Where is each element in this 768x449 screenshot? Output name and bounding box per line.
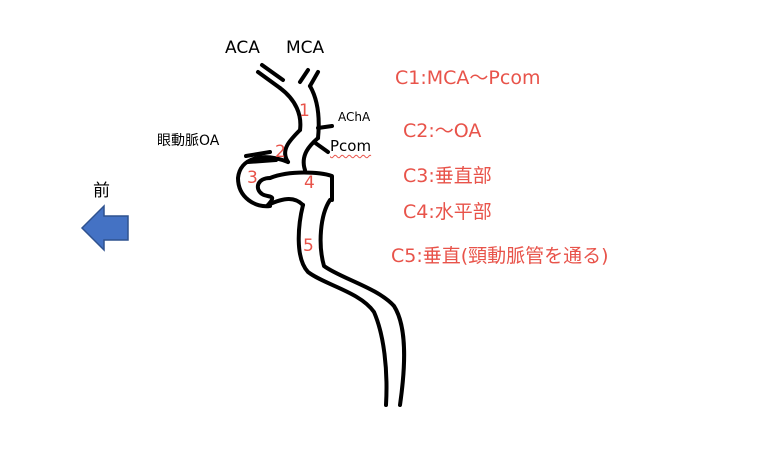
vessel-c1-left [278,86,303,132]
vessel-aca-branch-2 [260,63,285,82]
pcom-label: Pcom [330,137,372,155]
vessel-c4-top-wall [268,170,334,202]
vessel-c4-bottom-wall [266,197,305,207]
vessel-c5-left-wall [296,203,389,407]
vessel-oa-branch-2 [246,158,278,164]
aca-label: ACA [225,38,260,58]
segment-number-5: 5 [303,236,314,256]
vessel-c3-inner [255,176,275,207]
oa-label: 眼動脈OA [157,133,220,149]
segment-number-1: 1 [299,101,310,121]
vessel-mca-branch [308,70,320,88]
vessel-pcom-branch [312,140,330,154]
vessel-c3-loop [236,155,290,209]
vessel-c2-inner [301,136,320,172]
legend-c5: C5:垂直(頸動脈管を通る) [391,245,609,267]
vessel-c1-right [308,84,321,140]
acha-label: AChA [338,110,371,124]
vessel-oa-branch [244,150,272,158]
vessel-c5-right-wall [318,198,407,407]
left-arrow-icon [80,204,129,252]
legend-c3: C3:垂直部 [403,165,492,187]
legend-c4: C4:水平部 [403,201,492,223]
legend-c2: C2:～OA [403,120,482,142]
vessel-aca-branch [256,70,282,90]
segment-number-4: 4 [304,173,315,193]
anterior-label: 前 [93,181,110,201]
vessel-mca-branch-2 [298,68,310,84]
legend-c1: C1:MCA～Pcom [395,67,541,89]
mca-label: MCA [286,38,325,58]
segment-number-3: 3 [247,168,258,188]
vessel-acha-branch [316,124,334,130]
segment-number-2: 2 [275,142,286,162]
vessel-c2 [283,128,302,164]
